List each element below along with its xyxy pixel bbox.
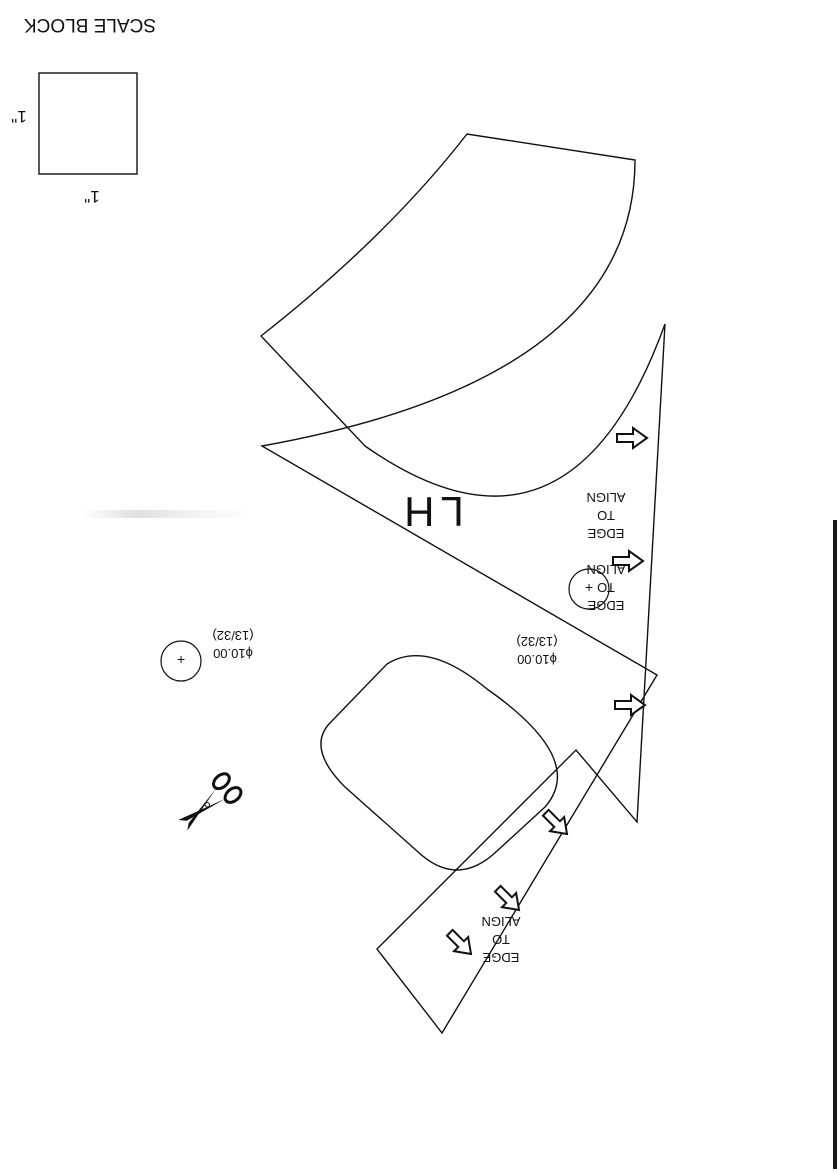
hole-right-circle: [568, 568, 610, 610]
scale-block: SCALE BLOCK 1" 1": [11, 14, 156, 206]
align-top-line-3: EDGE: [587, 598, 624, 613]
arrow-icon-2: [612, 549, 645, 573]
align-bottom-line-3: EDGE: [482, 950, 519, 965]
align-bottom-line-1: ALIGN: [481, 914, 520, 929]
arrow-icon-3: [614, 693, 647, 717]
align-note-bottom: ALIGN TO EDGE: [481, 914, 520, 965]
arrow-icon-5: [493, 884, 521, 912]
scale-block-title: SCALE BLOCK: [24, 14, 156, 35]
hole-left: + ϕ10.00 (13/32): [160, 628, 254, 682]
rotated-sheet: SCALE BLOCK 1" 1" + ϕ10.00 (13/32) + ϕ10…: [11, 14, 666, 1035]
hole-left-diameter: ϕ10.00: [213, 646, 253, 661]
pattern-outline: [259, 133, 666, 1035]
scale-width-label: 1": [84, 187, 100, 206]
align-middle-line-2: TO: [597, 508, 615, 523]
hole-left-cross: +: [177, 652, 185, 668]
inner-cutout: [320, 655, 559, 871]
scan-smudge: [80, 510, 250, 518]
hole-left-circle: [160, 640, 202, 682]
hole-right-fraction: (13/32): [516, 634, 557, 649]
hole-right: + ϕ10.00 (13/32): [516, 568, 610, 667]
scale-square: [38, 72, 138, 175]
arrow-icon-4: [541, 808, 569, 836]
align-middle-line-3: EDGE: [587, 526, 624, 541]
scale-height-label: 1": [11, 107, 27, 126]
align-middle-line-1: ALIGN: [586, 490, 625, 505]
align-bottom-line-2: TO: [492, 932, 510, 947]
align-note-middle: ALIGN TO EDGE: [586, 490, 625, 541]
hole-left-fraction: (13/32): [212, 628, 253, 643]
align-top-line-2: TO: [597, 580, 615, 595]
arrow-icon-6: [445, 928, 473, 956]
arrow-icon-1: [616, 426, 649, 450]
scissors-icon: [178, 772, 243, 831]
hole-right-diameter: ϕ10.00: [517, 652, 557, 667]
side-label: LH: [398, 488, 464, 535]
hole-right-cross: +: [585, 580, 593, 596]
scan-edge: [833, 520, 837, 1169]
